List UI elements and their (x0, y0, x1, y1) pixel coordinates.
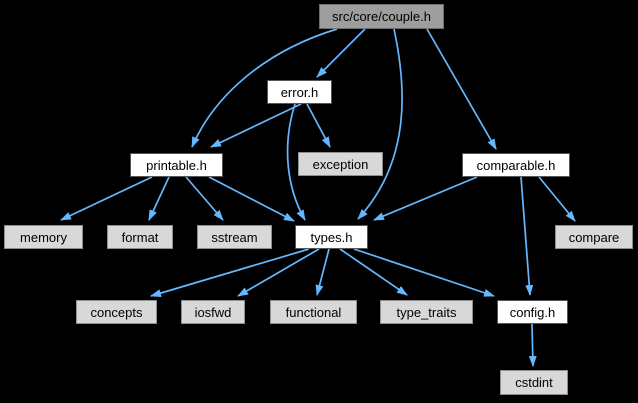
edge-types-to-functional (315, 248, 330, 296)
node-error[interactable]: error.h (267, 80, 332, 104)
edge-comparable-to-compare (538, 176, 576, 222)
node-comparable[interactable]: comparable.h (462, 153, 570, 177)
node-memory: memory (4, 225, 83, 249)
node-printable[interactable]: printable.h (130, 153, 223, 177)
edge-comparable-to-config (520, 176, 534, 296)
edge-couple-to-error (316, 28, 366, 78)
edge-config-to-cstdint (528, 323, 537, 367)
edge-comparable-to-types (373, 176, 478, 221)
node-functional: functional (270, 300, 357, 324)
node-exception: exception (298, 152, 383, 176)
node-concepts: concepts (76, 300, 157, 324)
node-config[interactable]: config.h (497, 300, 568, 324)
node-iosfwd: iosfwd (181, 300, 245, 324)
node-type_traits: type_traits (380, 300, 473, 324)
edge-couple-to-printable (191, 28, 338, 148)
node-compare: compare (555, 225, 633, 249)
edge-printable-to-sstream (185, 176, 224, 221)
edge-error-to-printable (210, 103, 302, 148)
edge-printable-to-format (148, 176, 170, 221)
node-sstream: sstream (197, 225, 272, 249)
edge-types-to-iosfwd (237, 248, 320, 297)
node-format: format (107, 225, 173, 249)
edge-couple-to-types (357, 28, 403, 220)
edge-types-to-config (353, 248, 495, 297)
edge-error-to-exception (306, 103, 331, 148)
edge-types-to-type_traits (339, 248, 408, 296)
edge-types-to-concepts (150, 248, 310, 297)
node-types[interactable]: types.h (295, 225, 368, 249)
edge-printable-to-memory (60, 176, 153, 221)
edge-couple-to-comparable (426, 28, 497, 150)
edge-printable-to-types (208, 176, 295, 222)
edge-error-to-types (286, 103, 306, 221)
node-couple: src/core/couple.h (319, 4, 444, 29)
node-cstdint: cstdint (500, 370, 568, 395)
